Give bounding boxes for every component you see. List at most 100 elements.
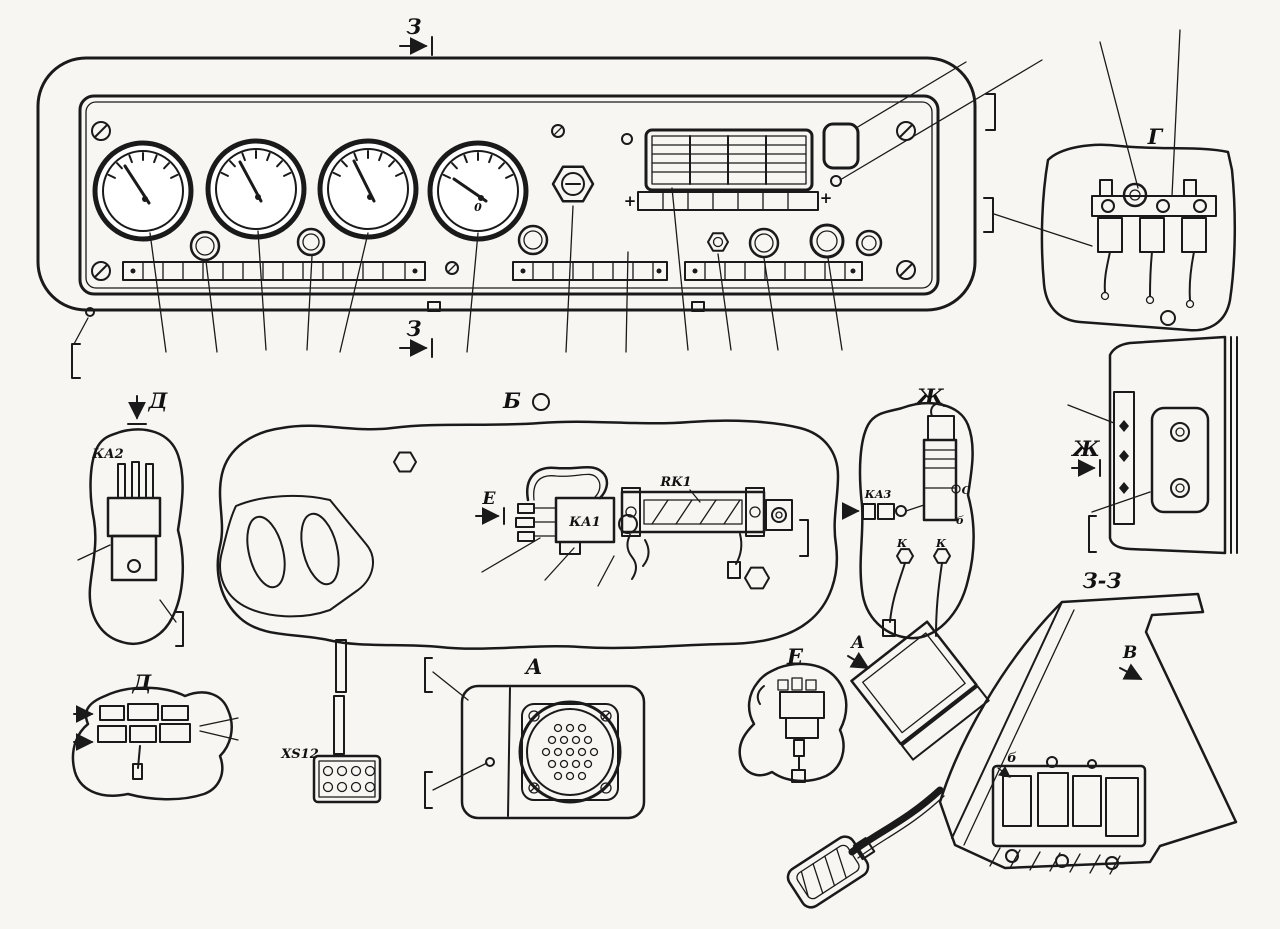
wall-outline xyxy=(1108,335,1227,555)
gauge-4: 0 xyxy=(430,143,526,239)
view-e-detail: Е xyxy=(738,644,848,783)
view-a-housing-divider xyxy=(507,687,511,817)
view-b-hole-mark xyxy=(532,393,550,411)
terminal-strip-center xyxy=(512,261,668,281)
section-zz-label: З-З xyxy=(1082,568,1121,593)
view-g-detail: Г xyxy=(993,29,1237,332)
view-zh-side-label: Ж xyxy=(1070,436,1100,461)
pedal-plate xyxy=(219,494,374,618)
arrow-a-callout: А xyxy=(847,633,870,669)
panel-face xyxy=(78,94,940,296)
view-e-outline xyxy=(738,662,848,783)
wire-loop-inner xyxy=(533,473,601,501)
view-d-connector-ka2: Д КА2 xyxy=(77,388,185,647)
terminal-strip-left xyxy=(122,261,426,281)
panel-face-inner-line xyxy=(85,101,933,289)
wall-bracket-plate xyxy=(1150,406,1210,514)
view-d-bottom-relays xyxy=(73,703,191,780)
section-arrow-top: З xyxy=(399,14,433,56)
view-zh-side: Ж xyxy=(1067,335,1238,555)
bracket-terminal-right xyxy=(765,499,793,531)
view-d-bracket-callout xyxy=(175,611,184,647)
relay-ka2-body xyxy=(106,461,162,582)
relay-ka3-label: КА3 xyxy=(864,488,892,501)
xs12-housing xyxy=(312,754,382,804)
fuse-holder xyxy=(922,402,961,522)
harness-cable xyxy=(848,786,944,856)
resistor-rk1-label: RK1 xyxy=(659,475,691,490)
xs12-housing-inner xyxy=(318,760,376,798)
harness-cable-edge xyxy=(857,795,945,859)
gauge-2 xyxy=(208,141,304,237)
panel-lever xyxy=(822,122,860,170)
panel-screws xyxy=(91,121,916,281)
view-a-leader-lines xyxy=(432,671,488,791)
bracket-callout-left-line xyxy=(73,317,89,345)
panel-slant-face-inner xyxy=(963,609,1075,846)
bracket-hex-bolt-left xyxy=(393,451,417,473)
view-d-arrow-label: Д xyxy=(148,388,169,413)
xs12-stem-lower xyxy=(333,695,345,755)
bracket-callout-left xyxy=(71,343,81,379)
view-e-relay xyxy=(756,677,825,783)
instrument-panel: 0 + + xyxy=(36,56,1043,379)
panel-slant-face xyxy=(951,601,1063,839)
resistor-rk1: RK1 xyxy=(620,475,766,579)
view-b-label: Б xyxy=(502,388,521,413)
terminal-strip-right xyxy=(684,261,863,281)
plus-mark-right: + xyxy=(820,189,833,207)
arrow-v-callout: В xyxy=(1119,643,1143,680)
view-g-label: Г xyxy=(1147,124,1164,149)
display-lamp-strip: + + xyxy=(624,189,833,211)
view-a-housing xyxy=(460,684,646,820)
panel-knobs xyxy=(189,223,883,262)
view-d-bottom-callouts xyxy=(199,717,239,741)
section-arrow-bottom: З xyxy=(399,316,433,358)
xs12-stem-upper xyxy=(335,639,347,693)
terminal-c-label: С xyxy=(962,484,971,497)
view-a-connector: А xyxy=(424,654,646,820)
arrow-v-label: В xyxy=(1122,643,1137,663)
view-d-leader-lines xyxy=(77,544,177,623)
gauge-1 xyxy=(95,143,191,239)
view-g-relay-plate xyxy=(1091,179,1217,217)
harness-plug xyxy=(786,835,876,909)
bracket-callout-right-top xyxy=(985,93,996,131)
angled-instrument-block xyxy=(850,620,990,761)
wire-loop xyxy=(525,466,609,502)
view-d-outline xyxy=(88,428,185,645)
xs12-pins xyxy=(322,765,376,793)
assembly-leader-lines xyxy=(481,537,615,587)
bracket-outline xyxy=(216,419,840,650)
panel-topright-callout-lines xyxy=(839,59,1043,181)
view-g-outline xyxy=(1040,143,1237,332)
section-label-top: З xyxy=(406,14,421,39)
connector-e-label: Е xyxy=(482,489,497,509)
round-connector xyxy=(518,700,622,804)
panel-hex-switch xyxy=(551,165,595,203)
relay-box xyxy=(989,756,1147,875)
terminal-b-label: б xyxy=(956,514,964,527)
arrow-b-small-label: б xyxy=(1007,751,1017,766)
round-connector-pins xyxy=(541,723,599,781)
relay-ka1-label: КА1 xyxy=(568,515,600,530)
panel-outer-shell xyxy=(36,56,977,312)
section-label-bottom: З xyxy=(406,316,421,341)
gauge-4-zero-mark: 0 xyxy=(474,201,482,214)
view-a-face-screw xyxy=(485,757,495,767)
assembly-bracket-callout xyxy=(799,519,809,557)
arrow-b-small-callout: б xyxy=(997,751,1017,778)
fuse-lower-terminals xyxy=(882,548,951,637)
view-zh-side-bracket-callout xyxy=(1088,515,1097,553)
relay-ka3: КА3 xyxy=(841,488,925,520)
gauge-3 xyxy=(320,141,416,237)
connector-xs12: XS12 xyxy=(280,639,382,804)
terminal-k-right-label: К xyxy=(935,537,947,550)
wall-channel xyxy=(1113,391,1135,525)
panel-bottom-tabs xyxy=(85,301,705,317)
mounting-bracket-view: Б Е КА1 xyxy=(216,388,840,650)
indicator-display xyxy=(644,128,814,192)
relay-ka2-label: КА2 xyxy=(91,447,123,462)
